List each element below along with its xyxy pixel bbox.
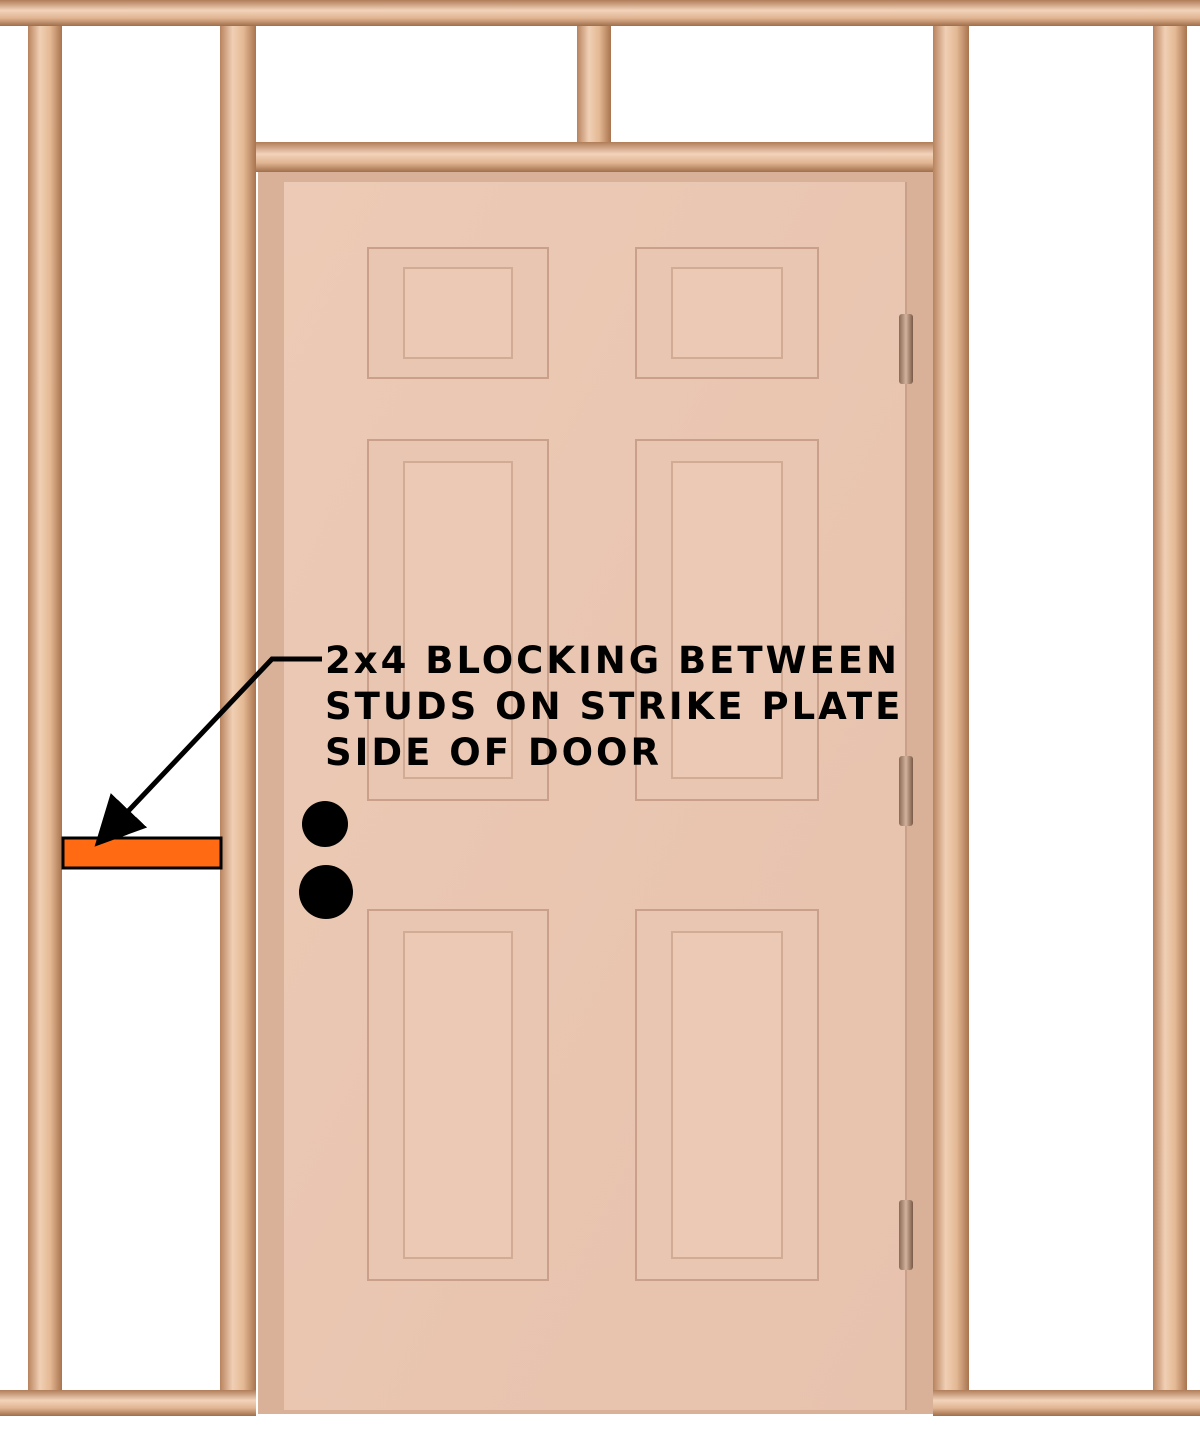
door-panel-bottom-right [635,909,819,1281]
annotation-leader-line [94,656,322,847]
blocking-2x4 [61,836,223,870]
door-panel-top-left [367,247,549,379]
annotation-label: 2x4 BLOCKING BETWEEN STUDS ON STRIKE PLA… [325,638,925,776]
door-header [256,142,933,172]
door-panel-top-right [635,247,819,379]
hinge-bottom [899,1200,913,1270]
bottom-plate-right [933,1390,1200,1416]
bottom-plate-left [0,1390,256,1416]
door-panel-middle-right [635,439,819,801]
top-plate [0,0,1200,26]
cripple-stud [577,26,611,144]
stud-far-left [28,26,62,1396]
stud-far-right [1153,26,1187,1396]
door [258,172,933,1414]
king-stud-right [933,26,969,1396]
deadbolt-hole [302,801,348,847]
annotation-line-3: SIDE OF DOOR [325,731,663,774]
knob-hole [299,865,353,919]
door-panel-bottom-left [367,909,549,1281]
door-panel-middle-left [367,439,549,801]
annotation-line-2: STUDS ON STRIKE PLATE [325,685,904,728]
hinge-middle [899,756,913,826]
hinge-top [899,314,913,384]
annotation-line-1: 2x4 BLOCKING BETWEEN [325,639,901,682]
